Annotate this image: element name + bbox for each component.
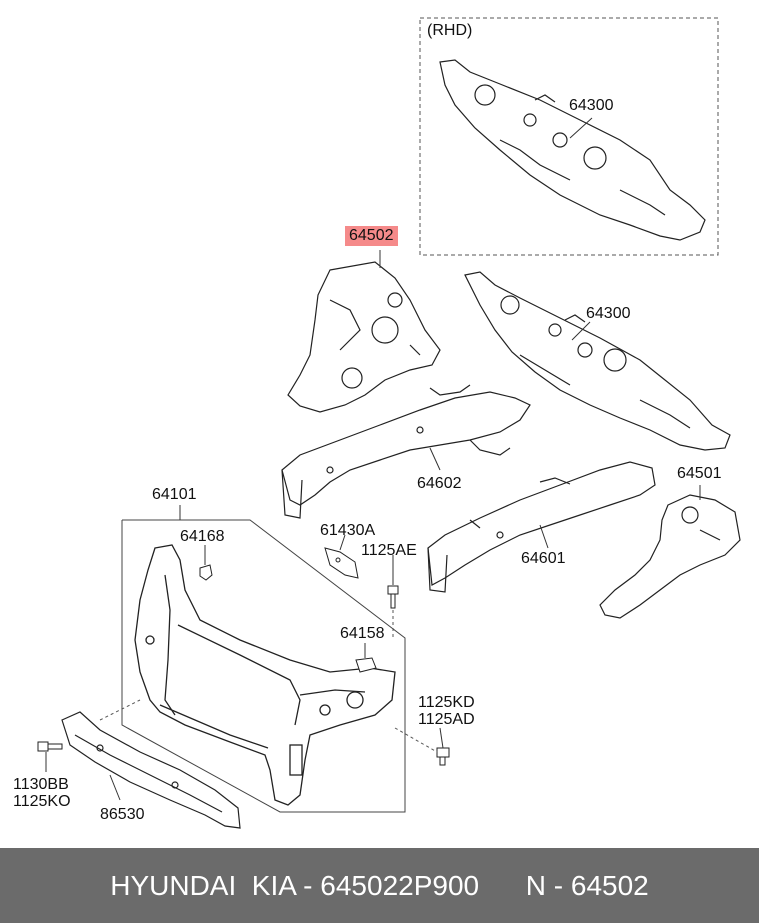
leader-1125kd [439,727,444,749]
part-label-64300: 64300 [586,305,631,322]
fender-apron-part-64501 [599,494,741,619]
parts-diagram [37,17,741,829]
footer-part-number: HYUNDAI KIA - 645022P900 N - 64502 [110,869,649,901]
side-member-part-64601 [427,461,656,593]
clip-part-64168 [199,564,213,581]
leader-61430a [339,534,346,551]
part-label-1125ko: 1125KO [13,793,71,810]
part-label-1125ae: 1125AE [361,542,417,559]
part-label-64168: 64168 [180,528,225,545]
part-label-1125kd: 1125KD [418,694,475,711]
dash-1125kd [394,727,438,753]
bracket-part-61430a [324,547,359,579]
part-label-64502-highlighted: 64502 [345,226,398,246]
part-label-64158: 64158 [340,625,385,642]
dash-86530 [99,699,141,721]
footer-bar: HYUNDAI KIA - 645022P900 N - 64502 [0,848,759,923]
side-member-part-64602 [281,384,531,519]
part-label-64601: 64601 [521,550,566,567]
leader-64300-rhd [569,117,593,139]
bracket-part-64158 [355,657,377,673]
dash-panel-part [464,271,731,451]
leader-64602 [429,447,441,471]
bolt-part-1125kd [436,747,450,766]
part-label-64501: 64501 [677,465,722,482]
rhd-variant-box [419,17,719,256]
dash-panel-rhd-part [439,59,706,241]
bumper-beam-part-86530 [61,711,241,829]
carrier-group-outline [121,519,406,813]
part-label-64300-rhd: 64300 [569,97,614,114]
fender-apron-part-64502 [287,261,441,413]
bolt-part-1125ae [387,585,399,609]
part-label-1125ad: 1125AD [418,711,475,728]
leader-64300 [571,321,591,341]
part-label-86530: 86530 [100,806,145,823]
part-label-64602: 64602 [417,475,462,492]
leader-64601 [539,524,549,549]
rhd-label: (RHD) [427,22,473,39]
front-end-carrier-part [134,544,396,806]
leader-86530 [109,774,121,801]
part-label-1130bb: 1130BB [13,776,69,793]
part-label-61430a: 61430A [320,522,376,539]
bolt-part-1130bb [37,741,63,752]
part-label-64101: 64101 [152,486,197,503]
